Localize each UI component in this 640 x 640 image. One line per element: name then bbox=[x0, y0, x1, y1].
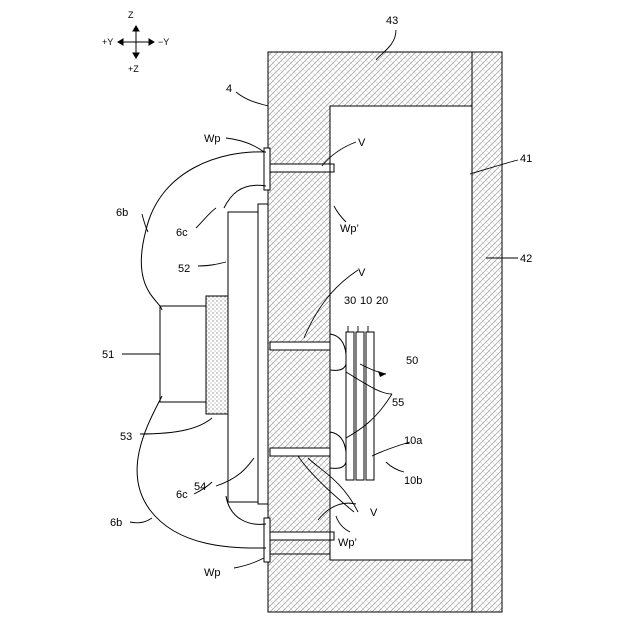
label-wpp-bottom: Wp’ bbox=[338, 537, 357, 549]
label-wp-bottom: Wp bbox=[204, 567, 221, 579]
label-43: 43 bbox=[386, 15, 398, 27]
axis-label-up: Z bbox=[128, 10, 134, 20]
label-v-low: V bbox=[370, 507, 378, 519]
axis-label-down: +Z bbox=[128, 64, 139, 74]
label-51: 51 bbox=[102, 349, 114, 361]
label-52: 52 bbox=[178, 263, 190, 275]
label-wp-top: Wp bbox=[204, 133, 221, 145]
label-30: 30 bbox=[344, 295, 356, 307]
axis-label-right: −Y bbox=[158, 37, 169, 47]
label-53: 53 bbox=[120, 431, 132, 443]
label-wpp-top: Wp’ bbox=[340, 223, 359, 235]
label-41: 41 bbox=[520, 153, 532, 165]
block-53 bbox=[206, 296, 228, 414]
substrate-4 bbox=[268, 166, 330, 554]
label-6c-top: 6c bbox=[176, 227, 188, 239]
label-50: 50 bbox=[406, 355, 418, 367]
axis-label-left: +Y bbox=[102, 37, 113, 47]
label-6c-bottom: 6c bbox=[176, 489, 188, 501]
axis-indicator bbox=[118, 26, 154, 58]
label-6b-bottom: 6b bbox=[110, 517, 122, 529]
label-10b: 10b bbox=[404, 475, 422, 487]
plate-54 bbox=[258, 204, 268, 504]
label-6b-top: 6b bbox=[116, 207, 128, 219]
label-42: 42 bbox=[520, 253, 532, 265]
label-10: 10 bbox=[360, 295, 372, 307]
label-54: 54 bbox=[194, 481, 206, 493]
label-v-mid: V bbox=[358, 267, 366, 279]
component-51 bbox=[160, 306, 206, 402]
label-4: 4 bbox=[226, 83, 232, 95]
label-20: 20 bbox=[376, 295, 388, 307]
label-55: 55 bbox=[392, 397, 404, 409]
label-v-top: V bbox=[358, 137, 366, 149]
label-10a: 10a bbox=[404, 435, 423, 447]
pad-wp-top bbox=[264, 148, 270, 190]
